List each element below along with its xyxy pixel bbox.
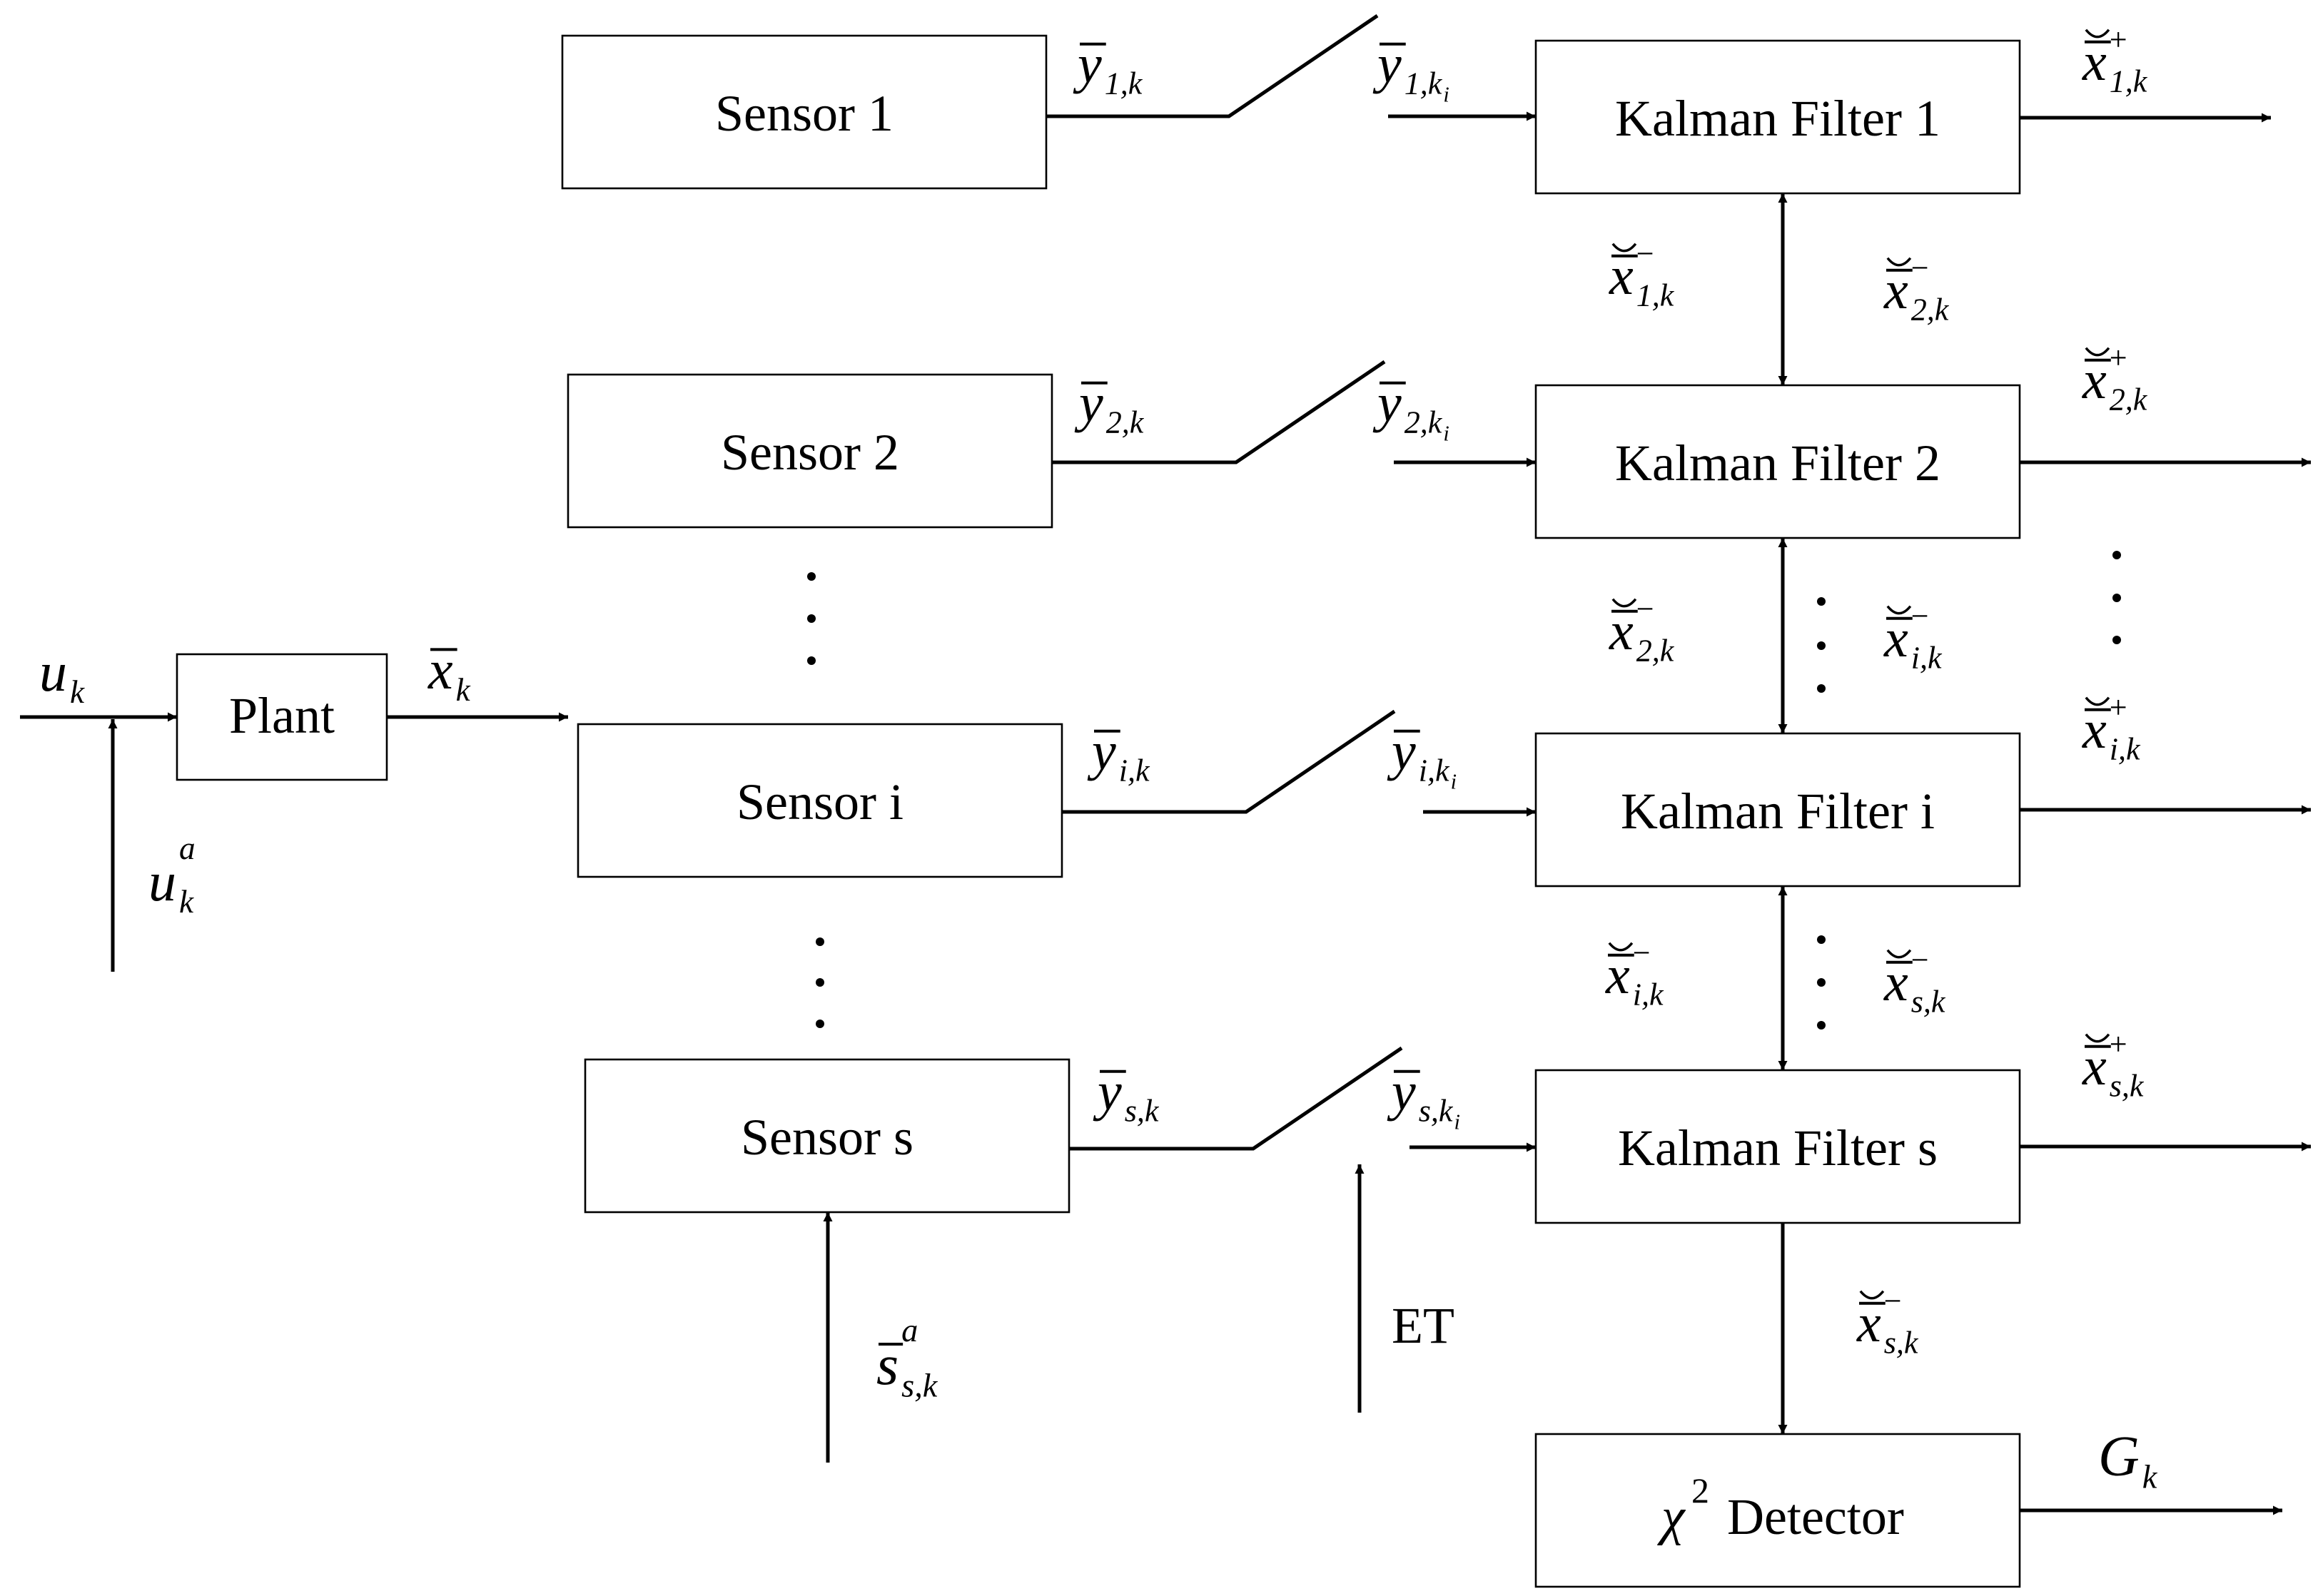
y2ki-subsub: i (1443, 421, 1449, 445)
x2p-breve (2085, 347, 2110, 357)
xim_c-sub: i,k (1633, 977, 1664, 1012)
sensor-i-label: Sensor i (737, 773, 904, 830)
sensor-2-switch (1052, 360, 1386, 464)
xsm_d-sub: s,k (1884, 1326, 1919, 1361)
y2-sub: 2,k (1106, 405, 1145, 440)
sensor-s-block: Sensor s (584, 1058, 1071, 1214)
ua-base: u (148, 850, 176, 913)
ellipsis-dots (807, 551, 2121, 1030)
x2m_a-sup: − (1911, 250, 1929, 285)
xip-sup: + (2110, 690, 2127, 725)
detector-power: 2 (1691, 1470, 1709, 1510)
sensor-1-block: Sensor 1 (561, 34, 1048, 190)
y1-sub: 1,k (1105, 66, 1143, 101)
xsp-sub: s,k (2110, 1069, 2145, 1104)
y1ki-subsub: i (1443, 82, 1449, 106)
sensor-1-switch (1046, 14, 1379, 118)
x1m_a-breve (1611, 243, 1637, 253)
xip-sub: i,k (2110, 732, 2141, 767)
xsm_c-sup: − (1911, 942, 1929, 977)
xsp-breve (2085, 1033, 2110, 1043)
chi-square-detector-block: χ 2 Detector (1534, 1433, 2021, 1588)
ys-sub: s,k (1125, 1094, 1160, 1129)
kalman-filter-1-block: Kalman Filter 1 (1534, 39, 2021, 195)
xim_c-sup: − (1633, 935, 1651, 970)
xip-breve (2085, 696, 2110, 706)
x1p-sup: + (2110, 22, 2127, 57)
xim_b-sup: − (1911, 599, 1929, 634)
ua-sup: a (179, 830, 196, 866)
x-base: x (427, 639, 453, 701)
sensor-s-label: Sensor s (741, 1109, 913, 1166)
x2m_b-sub: 2,k (1636, 634, 1675, 669)
kalman-filter-i-label: Kalman Filter i (1621, 783, 1935, 840)
xsm_c-sub: s,k (1911, 985, 1946, 1020)
yiki-sub: i,k (1419, 753, 1450, 788)
sa-sup: a (901, 1313, 918, 1349)
kalman-filter-s-block: Kalman Filter s (1534, 1069, 2021, 1224)
sensor-i-block: Sensor i (577, 723, 1063, 878)
u-sub: k (70, 674, 85, 710)
xim_c-breve (1608, 942, 1634, 952)
yski-sub: s,k (1419, 1094, 1454, 1129)
y2ki-sub: 2,k (1404, 405, 1443, 440)
event-trigger-label-group: ET (1392, 1297, 1454, 1354)
yiki-subsub: i (1451, 769, 1457, 793)
kalman-filter-i-block: Kalman Filter i (1534, 732, 2021, 888)
detector-label: Detector (1727, 1488, 1904, 1545)
kalman-filter-1-label: Kalman Filter 1 (1615, 90, 1940, 147)
sensor-s-switch (1069, 1046, 1403, 1151)
x2p-sub: 2,k (2110, 382, 2148, 417)
x2m_a-breve (1886, 257, 1912, 267)
detector-symbol: χ (1657, 1488, 1686, 1546)
x1m_a-sub: 1,k (1636, 278, 1675, 313)
x1m_a-sup: − (1636, 236, 1654, 271)
kalman-filter-s-label: Kalman Filter s (1618, 1119, 1938, 1176)
plant-block: Plant (176, 653, 388, 781)
xsm_d-breve (1859, 1290, 1885, 1300)
x-sub: k (456, 672, 471, 708)
sensor-2-label: Sensor 2 (721, 424, 899, 481)
x2m_a-sub: 2,k (1911, 293, 1950, 327)
x1p-breve (2085, 29, 2110, 39)
sensor-1-label: Sensor 1 (715, 85, 894, 142)
xsm_c-breve (1886, 949, 1912, 959)
g-sub: k (2142, 1460, 2158, 1496)
yi-sub: i,k (1119, 753, 1150, 788)
plant-label: Plant (229, 687, 335, 744)
x2p-sup: + (2110, 340, 2127, 375)
xsm_d-sup: − (1884, 1284, 1902, 1318)
event-trigger-label: ET (1392, 1297, 1454, 1354)
xim_b-sub: i,k (1911, 641, 1943, 676)
sa-sub: s,k (901, 1368, 938, 1405)
sensor-2-block: Sensor 2 (567, 373, 1053, 529)
kalman-filter-2-block: Kalman Filter 2 (1534, 384, 2021, 539)
g-base: G (2098, 1425, 2140, 1488)
kalman-filter-2-label: Kalman Filter 2 (1615, 434, 1940, 492)
wires (20, 14, 2311, 1515)
xim_b-breve (1886, 605, 1912, 615)
yski-subsub: i (1454, 1109, 1459, 1134)
x1p-sub: 1,k (2110, 64, 2148, 99)
y1ki-sub: 1,k (1404, 66, 1443, 101)
x2m_b-breve (1611, 598, 1637, 608)
ua-sub: k (179, 884, 194, 920)
xsp-sup: + (2110, 1027, 2127, 1062)
x2m_b-sup: − (1636, 591, 1654, 626)
u-base: u (39, 641, 67, 703)
sensor-i-switch (1062, 709, 1396, 814)
